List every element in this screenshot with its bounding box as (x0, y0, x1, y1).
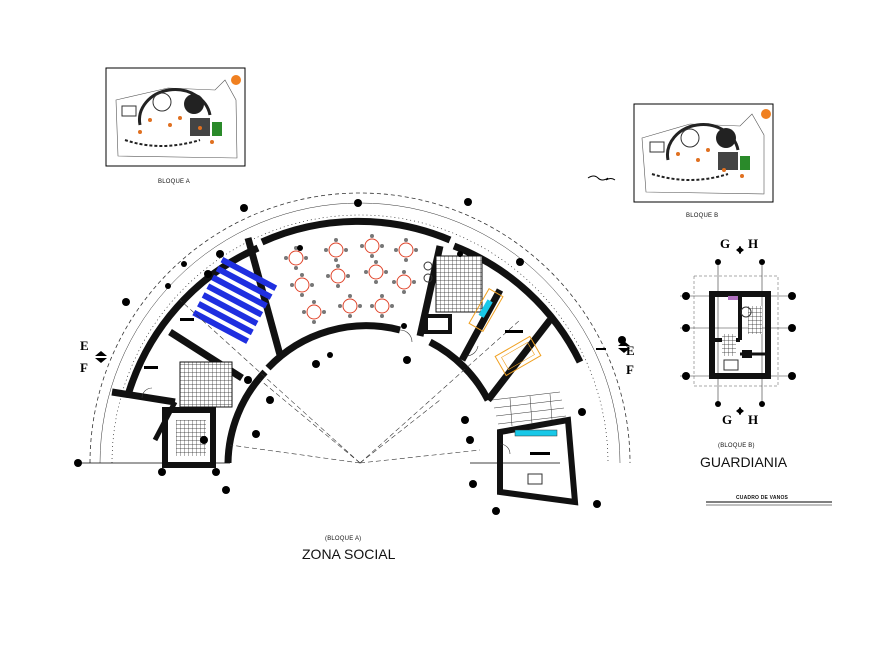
section-mark-e-left: E (80, 338, 89, 353)
thumbnail-a-caption: BLOQUE A (158, 179, 190, 185)
bloque-b-caption: (BLOQUE B) (718, 443, 755, 449)
schedule-title: CUADRO DE VANOS (736, 495, 789, 501)
grid-markers (74, 198, 626, 515)
site-plan-thumbnail-b (633, 103, 774, 203)
site-plan-thumbnail-a (105, 67, 246, 167)
bloque-b-plan (680, 259, 796, 407)
section-arrows (95, 246, 744, 415)
section-mark-f-left: F (80, 360, 88, 375)
section-mark-e-right: E (626, 343, 635, 358)
section-mark-g-bottom: G (722, 412, 733, 427)
bloque-a-plan (74, 192, 631, 515)
bloque-a-title: ZONA SOCIAL (302, 546, 396, 562)
seating-rows (192, 256, 278, 344)
bloque-b-title: GUARDIANIA (700, 454, 788, 470)
dining-tables (288, 238, 414, 320)
bloque-a-caption: (BLOQUE A) (325, 536, 362, 542)
section-mark-g-top: G (720, 236, 731, 251)
section-mark-f-right: F (626, 362, 634, 377)
break-line-mark (587, 175, 616, 181)
thumbnail-b-caption: BLOQUE B (686, 213, 719, 219)
section-mark-h-bottom: H (748, 412, 759, 427)
section-mark-h-top: H (748, 236, 759, 251)
